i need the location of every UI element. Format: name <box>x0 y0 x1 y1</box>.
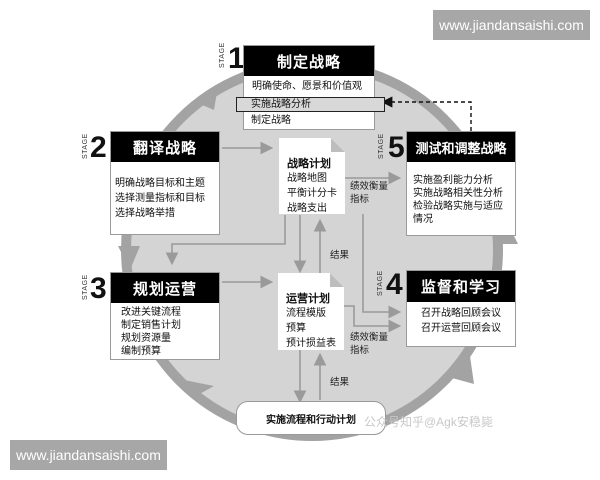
operations-plan-item: 流程模版 <box>286 308 326 319</box>
stage-2-item: 明确战略目标和主题 <box>115 178 205 189</box>
perf-metrics-line: 绩效衡量 <box>350 332 389 343</box>
stage-3-title: 规划运营 <box>111 273 219 303</box>
stage-3-item: 编制预算 <box>121 346 161 357</box>
execution-plan-box: 实施流程和行动计划 <box>236 401 386 435</box>
operations-plan-item: 预算 <box>286 323 306 334</box>
perf-metrics-line: 指标 <box>350 194 370 205</box>
stage-5-item: 实施战略相关性分析 <box>413 188 503 199</box>
operations-plan-title: 运营计划 <box>286 292 330 305</box>
stage-3-box: 规划运营 改进关键流程 制定销售计划 规划资源量 编制预算 <box>110 272 220 360</box>
stage-2-item: 选择测量指标和目标 <box>115 193 205 204</box>
strategy-plan-item: 平衡计分卡 <box>287 188 337 199</box>
stage-4-box: 监督和学习 召开战略回顾会议 召开运营回顾会议 <box>406 270 516 347</box>
stage-1-title: 制定战略 <box>244 46 374 76</box>
results-label-top: 结果 <box>330 250 350 261</box>
stage-2-number: 2 <box>90 131 107 164</box>
stage-3-item: 改进关键流程 <box>121 307 181 318</box>
stage-1-item: 制定战略 <box>251 115 291 126</box>
stage-3-item: 规划资源量 <box>121 333 171 344</box>
stage-2-item: 选择战略举措 <box>115 208 175 219</box>
stage-2-box: 翻译战略 明确战略目标和主题 选择测量指标和目标 选择战略举措 <box>110 131 220 235</box>
stage-5-number: 5 <box>388 131 405 164</box>
results-label-bottom: 结果 <box>330 377 350 388</box>
stage-4-label: STAGE <box>377 270 384 296</box>
stage-1-item: 明确使命、愿景和价值观 <box>252 81 362 92</box>
stage-1-highlighted-item: 实施战略分析 <box>236 97 385 112</box>
perf-metrics-line: 指标 <box>350 345 370 356</box>
watermark-bottom-left: www.jiandansaishi.com <box>10 440 167 470</box>
operations-plan-document: 运营计划 流程模版 预算 预计损益表 <box>278 273 344 350</box>
stage-5-box: 测试和调整战略 实施盈利能力分析 实施战略相关性分析 检验战略实施与适应 情况 <box>406 131 516 236</box>
stage-2-label: STAGE <box>82 133 89 159</box>
stage-4-title: 监督和学习 <box>407 271 515 302</box>
stage-3-item: 制定销售计划 <box>121 320 181 331</box>
strategy-plan-document: 战略计划 战略地图 平衡计分卡 战略支出 <box>279 138 345 214</box>
stage-4-item: 召开战略回顾会议 <box>421 308 501 319</box>
strategy-plan-item: 战略地图 <box>287 173 327 184</box>
stage-1-number: 1 <box>228 42 245 75</box>
perf-metrics-label-bottom: 绩效衡量 指标 <box>350 331 388 357</box>
stage-5-item: 检验战略实施与适应 <box>413 201 503 212</box>
cycle-circle <box>129 67 495 433</box>
watermark-overlay: 公众号知乎@Agk安稳毙 <box>364 415 493 429</box>
perf-metrics-line: 绩效衡量 <box>350 181 389 192</box>
operations-plan-item: 预计损益表 <box>286 338 336 349</box>
watermark-top-right: www.jiandansaishi.com <box>433 10 590 40</box>
stage-5-item: 情况 <box>413 214 433 225</box>
strategy-plan-item: 战略支出 <box>287 203 327 214</box>
stage-5-title: 测试和调整战略 <box>407 132 515 162</box>
stage-3-number: 3 <box>90 272 107 305</box>
stage-5-label: STAGE <box>378 133 385 159</box>
stage-1-box: 制定战略 明确使命、愿景和价值观 <box>243 45 375 130</box>
perf-metrics-label-top: 绩效衡量 指标 <box>350 180 388 206</box>
stage-3-label: STAGE <box>82 274 89 300</box>
stage-4-item: 召开运营回顾会议 <box>421 323 501 334</box>
strategy-plan-title: 战略计划 <box>287 157 331 170</box>
stage-2-title: 翻译战略 <box>111 132 219 162</box>
stage-4-number: 4 <box>386 268 403 301</box>
stage-5-item: 实施盈利能力分析 <box>413 175 493 186</box>
stage-1-label: STAGE <box>219 42 226 68</box>
